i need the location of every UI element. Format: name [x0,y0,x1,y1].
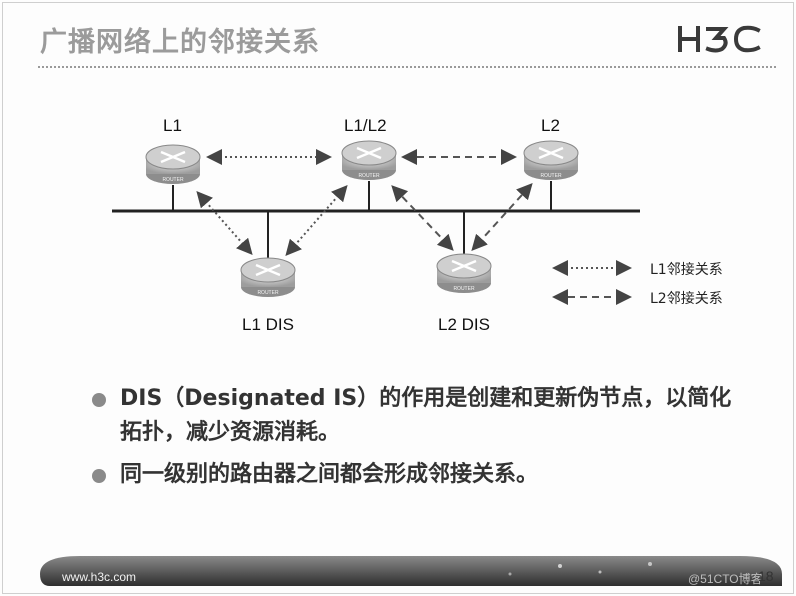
router-badge-l2dis: ROUTER [453,286,475,292]
bullet-list: DIS（Designated IS）的作用是创建和更新伪节点，以简化拓扑，减少资… [92,382,732,492]
bullet-dot [92,393,106,407]
router-icon-l1dis [240,257,296,297]
footer-url: www.h3c.com [62,570,137,584]
adj-l1-l1dis [196,190,253,256]
footer-bar [40,556,782,586]
bullet-text: DIS（Designated IS）的作用是创建和更新伪节点，以简化拓扑，减少资… [120,386,732,445]
router-icon-l1 [145,144,201,184]
adj-l1l2-l2dis [391,185,454,251]
slide-title: 广播网络上的邻接关系 [40,27,320,58]
router-icon-l2 [523,140,579,180]
bullet-item: DIS（Designated IS）的作用是创建和更新伪节点，以简化拓扑，减少资… [92,382,732,450]
page-number: 18 [758,568,774,584]
router-label-l1l2: L1/L2 [344,116,387,135]
router-label-l2: L2 [541,116,560,135]
adj-l2-l2dis [471,183,533,251]
bullet-item: 同一级别的路由器之间都会形成邻接关系。 [92,458,732,492]
bullet-text: 同一级别的路由器之间都会形成邻接关系。 [120,462,539,487]
bullet-dot [92,469,106,483]
h3c-logo [676,22,768,60]
legend-label-l1: L1邻接关系 [650,262,723,278]
router-label-l2dis: L2 DIS [438,315,490,334]
watermark: @51CTO博客 [688,572,763,586]
adj-l1l2-l1dis [285,184,348,257]
legend-label-l2: L2邻接关系 [650,291,723,307]
router-badge-l1l2: ROUTER [358,173,380,179]
router-badge-l1: ROUTER [162,177,184,183]
title-divider [38,66,776,68]
router-label-l1: L1 [163,116,182,135]
router-icon-l1l2 [341,140,397,180]
router-badge-l1dis: ROUTER [257,290,279,296]
router-icon-l2dis [436,253,492,293]
h3c-logo-mark [678,25,761,53]
router-badge-l2: ROUTER [540,173,562,179]
router-label-l1dis: L1 DIS [242,315,294,334]
